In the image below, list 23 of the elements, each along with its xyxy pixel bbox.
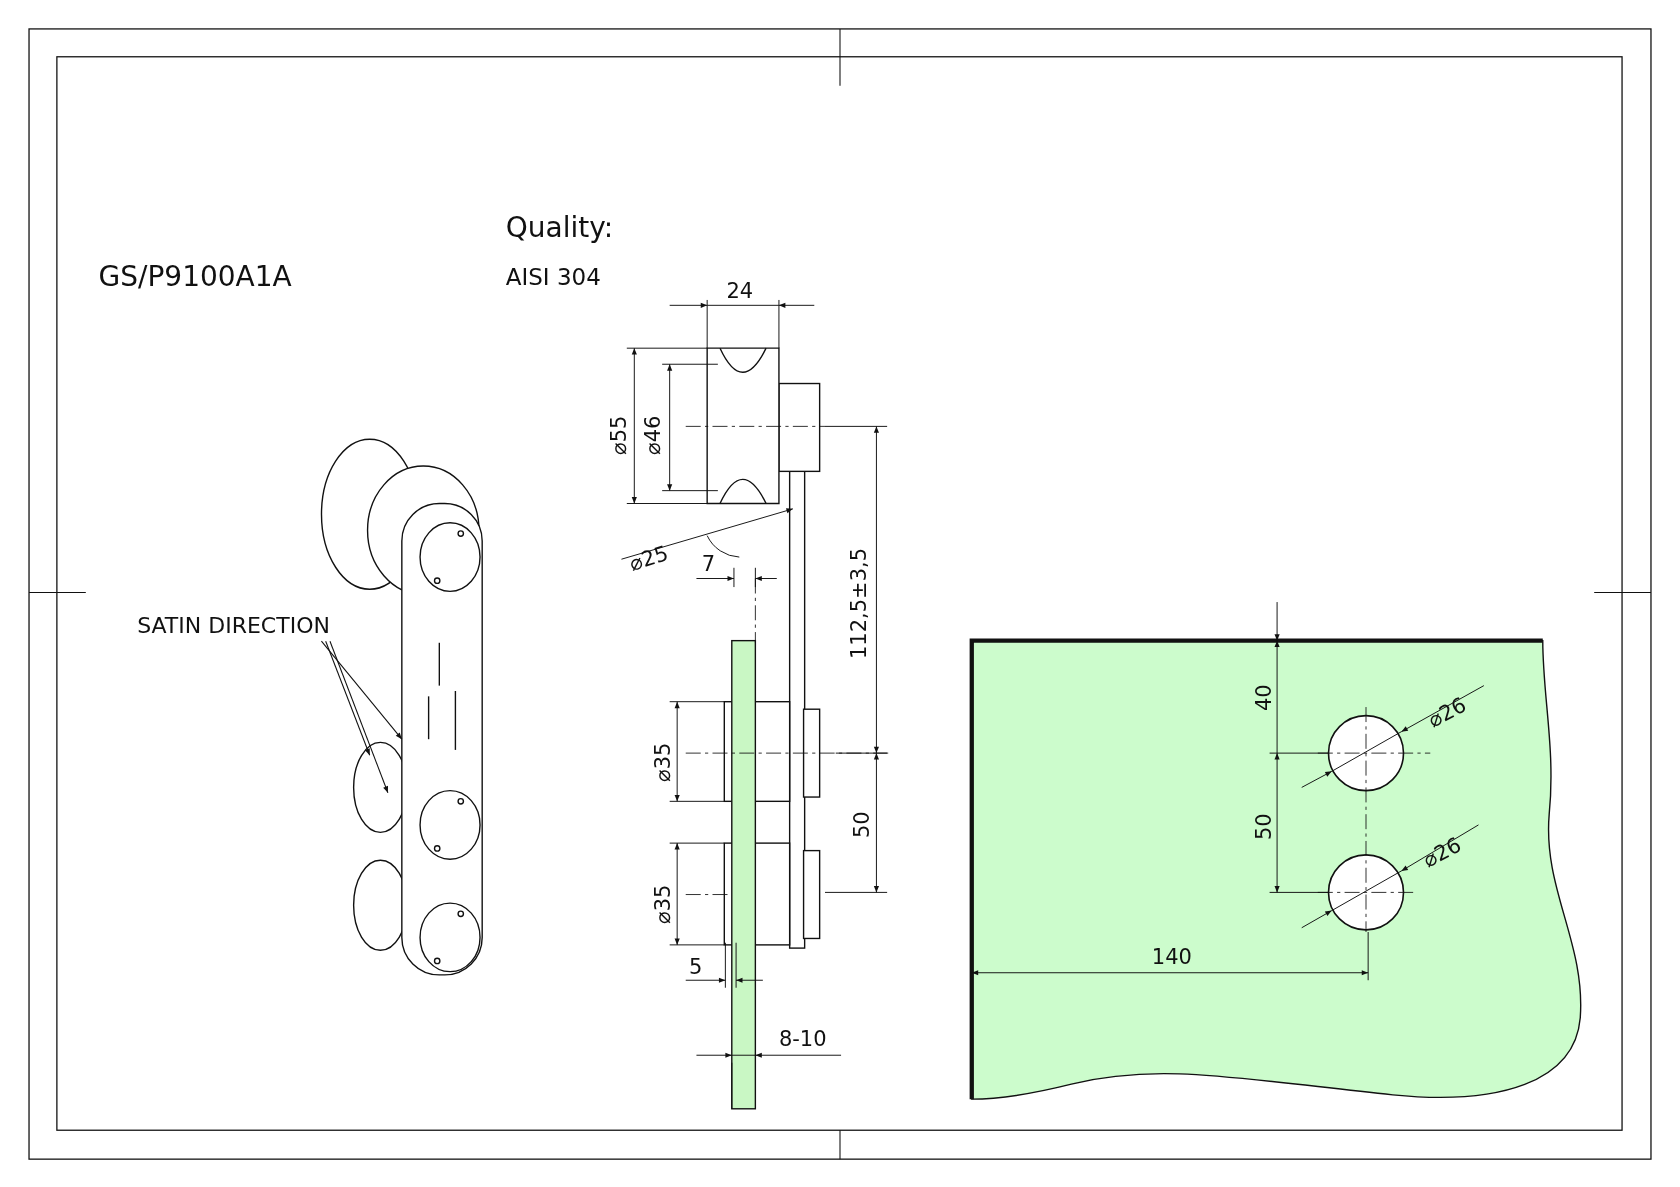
dimension-label: ⌀35 (652, 884, 674, 924)
dimension-label: ⌀55 (608, 415, 630, 456)
leader-line (329, 640, 389, 794)
callout-text: SATIN DIRECTION (137, 615, 330, 637)
dimension-label: 50 (851, 811, 873, 838)
dimension-label: 140 (1151, 947, 1192, 969)
dimension-label: ⌀26 (1419, 834, 1465, 872)
part-number: GS/P9100A1A (98, 262, 292, 291)
dimension-label: 8-10 (778, 1028, 827, 1050)
leader-line (320, 640, 403, 740)
dimension-label: ⌀46 (642, 415, 664, 456)
dimension-label: 50 (1253, 813, 1275, 840)
dimension-label: 7 (701, 553, 716, 575)
dimension-label: ⌀35 (652, 742, 674, 783)
dimension-label: 40 (1253, 684, 1275, 712)
dimension-label: 112,5±3,5 (848, 547, 870, 659)
leader-line (325, 640, 371, 756)
dimension-label: ⌀26 (1425, 694, 1470, 732)
dimension-label: 24 (726, 280, 754, 302)
dimension-label: 5 (688, 956, 703, 978)
heading: Quality: (505, 214, 614, 243)
material-label: AISI 304 (505, 265, 601, 289)
dimension-label: ⌀25 (626, 542, 671, 575)
